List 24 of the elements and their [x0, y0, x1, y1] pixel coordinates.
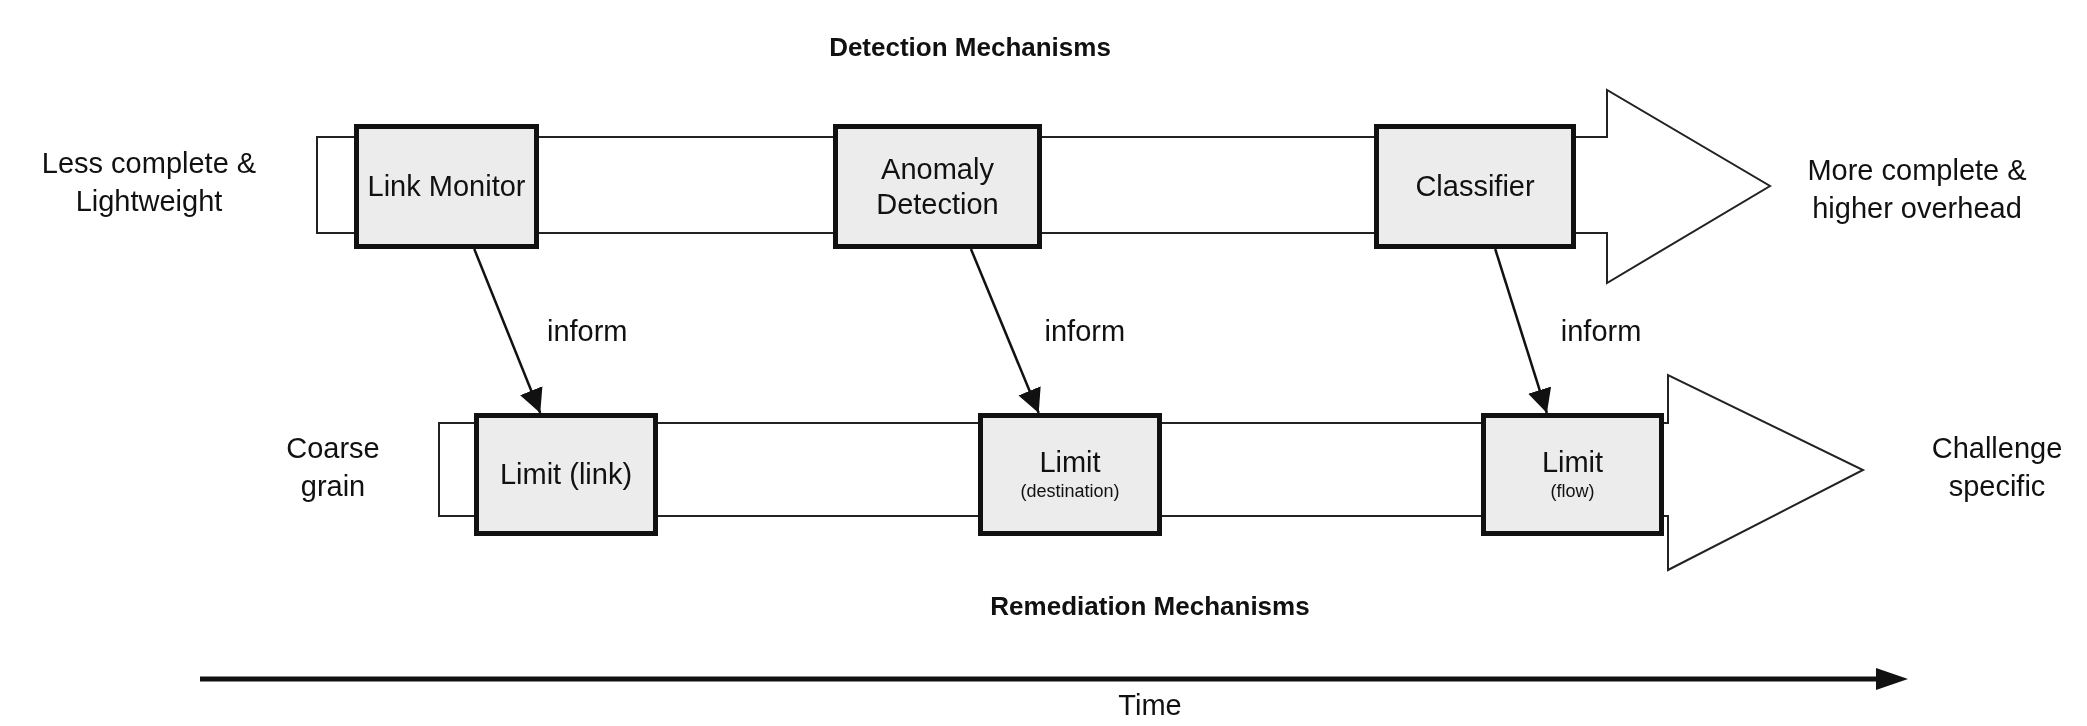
box-label: Classifier — [1415, 169, 1535, 204]
process-box — [1374, 124, 1576, 249]
process-box — [354, 124, 539, 249]
process-box — [833, 124, 1042, 249]
box-label: Limit — [1039, 445, 1101, 481]
box-label: Link Monitor — [367, 169, 526, 204]
box-label: (destination) — [1020, 480, 1120, 504]
note-text: Coarse grain — [285, 431, 381, 504]
box-label: Anomaly Detection — [875, 151, 1000, 222]
box-label: Limit — [1541, 445, 1604, 481]
note-text: Challenge specific — [1930, 431, 2064, 504]
section-heading: Remediation Mechanisms — [990, 590, 1310, 624]
process-box — [978, 413, 1162, 536]
note-text: Less complete & Lightweight — [40, 146, 258, 219]
note-text: More complete & higher overhead — [1806, 153, 2028, 226]
arrow — [473, 248, 543, 414]
arrow — [1494, 248, 1552, 414]
process-box — [1481, 413, 1664, 536]
note-text: Time — [1118, 688, 1182, 724]
section-heading: Detection Mechanisms — [829, 31, 1111, 65]
box-label: (flow) — [1550, 480, 1595, 504]
arrow — [969, 248, 1041, 414]
process-box — [474, 413, 658, 536]
box-label: Limit (link) — [499, 457, 633, 492]
